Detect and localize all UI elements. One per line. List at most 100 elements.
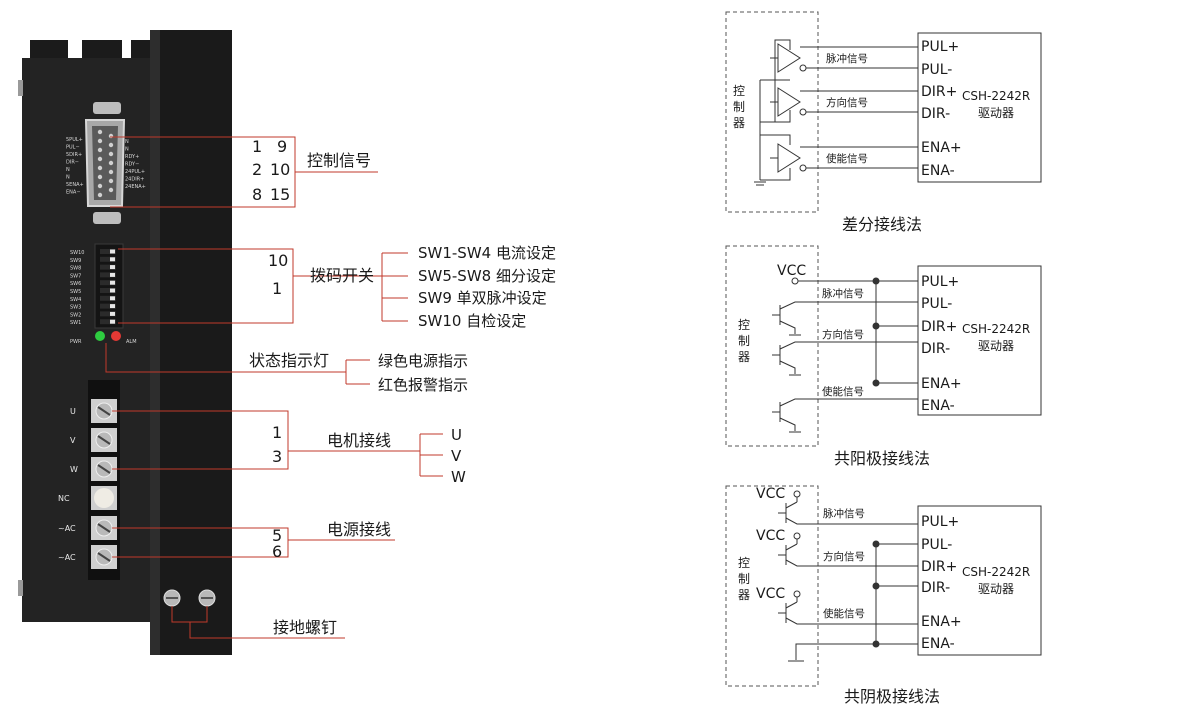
pwr-label: PWR — [70, 339, 82, 345]
dip-label: SW9 — [70, 258, 81, 264]
signal-label: 方向信号 — [826, 96, 868, 109]
dip-toggle — [110, 288, 115, 293]
diagram-common-anode: 控 制 器 VCC CSH-2242R 驱动器 — [725, 245, 1042, 468]
signal-label: 方向信号 — [823, 550, 865, 563]
pin-label: 1 — [272, 279, 282, 298]
dip-item: SW5-SW8 细分设定 — [418, 267, 556, 285]
terminal-label: ENA+ — [921, 614, 962, 630]
signal-label: 脉冲信号 — [826, 52, 868, 65]
controller-label: 器 — [733, 116, 745, 130]
dip-toggle — [110, 249, 115, 254]
callout-labels: 1 9 2 10 8 15 控制信号 10 1 拨码开关 SW1-SW4 电流设… — [249, 137, 556, 637]
signal-label: 脉冲信号 — [823, 507, 865, 520]
driver-box — [917, 265, 1042, 416]
terminal-cap — [94, 488, 114, 508]
db15-pin — [108, 142, 114, 148]
db15-pin — [108, 133, 114, 139]
signal-label: 使能信号 — [826, 152, 868, 165]
dip-slot — [100, 288, 116, 293]
terminal-label: U — [70, 407, 76, 416]
dip-label: SW2 — [70, 312, 81, 318]
dip-toggle — [110, 311, 115, 316]
diagram-title: 共阳极接线法 — [834, 449, 930, 468]
terminal-label: W — [70, 465, 78, 474]
dip-slot — [100, 311, 116, 317]
db15-pin — [108, 169, 114, 175]
dip-slot — [100, 249, 116, 254]
terminal-label: DIR- — [921, 580, 950, 596]
diagram-title: 共阴极接线法 — [844, 687, 940, 706]
ground-screw-title: 接地螺钉 — [273, 618, 337, 637]
dip-toggle — [110, 272, 115, 277]
pin-label: 9 — [277, 137, 287, 156]
phase-label: W — [451, 468, 466, 486]
dip-slot — [100, 256, 116, 262]
db15-pin — [97, 183, 103, 189]
controller-label: 器 — [738, 588, 750, 602]
terminal-label: PUL- — [921, 537, 952, 553]
db15-pin — [108, 178, 114, 184]
diagram-differential: 控 制 器 CSH-2242R 驱动器 — [725, 11, 1042, 234]
driver-label: 驱动器 — [978, 582, 1014, 596]
db15-pin — [97, 138, 103, 144]
dip-toggle — [110, 304, 115, 309]
db15-connector — [84, 102, 126, 224]
db15-pin — [108, 187, 114, 193]
dip-toggle — [110, 319, 115, 324]
junction-dot — [872, 277, 880, 285]
line-driver — [777, 87, 801, 117]
status-led-item: 红色报警指示 — [378, 376, 468, 394]
driver-label: 驱动器 — [978, 339, 1014, 353]
dip-label: SW6 — [70, 281, 81, 287]
pin-label: 15 — [270, 185, 290, 204]
controller-label: 制 — [738, 572, 750, 586]
db15-pin-label: RDY− — [125, 162, 139, 168]
db15-pin-label: RDY+ — [125, 154, 139, 160]
signal-label: 方向信号 — [822, 328, 864, 341]
line-driver — [777, 43, 801, 73]
terminal-label: ENA- — [921, 636, 955, 652]
db15-pin — [97, 192, 103, 198]
junction-dot — [872, 582, 880, 590]
db15-pin — [97, 174, 103, 180]
db15-pin-label: 24ENA+ — [125, 184, 146, 190]
controller-box — [725, 245, 819, 447]
terminal-label: PUL+ — [921, 514, 959, 530]
pin-label: 8 — [252, 185, 262, 204]
phase-label: U — [451, 426, 462, 444]
db15-pin — [108, 160, 114, 166]
db15-pin-label: 24PUL+ — [125, 169, 145, 175]
terminal-label: ~AC — [58, 524, 76, 533]
db15-pin-label: DIR− — [66, 160, 79, 166]
junction-dot — [872, 640, 880, 648]
db15-pin-label: 5DIR+ — [66, 152, 82, 158]
dip-slot — [100, 303, 116, 309]
signal-label: 使能信号 — [822, 385, 864, 398]
signal-label: 使能信号 — [823, 607, 865, 620]
junction-dot — [872, 540, 880, 548]
signal-label: 脉冲信号 — [822, 287, 864, 300]
terminal-label: DIR- — [921, 106, 950, 122]
driver-box — [917, 505, 1042, 656]
db15-pin-label: 5ENA+ — [66, 182, 84, 188]
pin-label: 3 — [272, 447, 282, 466]
terminal-label: DIR- — [921, 341, 950, 357]
db15-pin — [97, 147, 103, 153]
power-led — [95, 331, 105, 341]
db15-pin — [108, 151, 114, 157]
terminal-label: DIR+ — [921, 319, 957, 335]
vcc-label: VCC — [756, 528, 785, 544]
dip-toggle — [110, 257, 115, 262]
controller-label: 制 — [733, 100, 745, 114]
db15-pin-label: N — [125, 147, 129, 153]
terminal-label: PUL+ — [921, 39, 959, 55]
pin-label: 1 — [252, 137, 262, 156]
terminal-label: NC — [58, 494, 70, 503]
driver-side-housing — [150, 30, 232, 655]
status-led-title: 状态指示灯 — [249, 351, 329, 370]
controller-label: 控 — [738, 318, 750, 332]
diagram-common-cathode: 控 制 器 VCC VCC VCC CSH-2242R 驱动器 — [725, 485, 1042, 706]
dip-switch — [94, 243, 124, 329]
